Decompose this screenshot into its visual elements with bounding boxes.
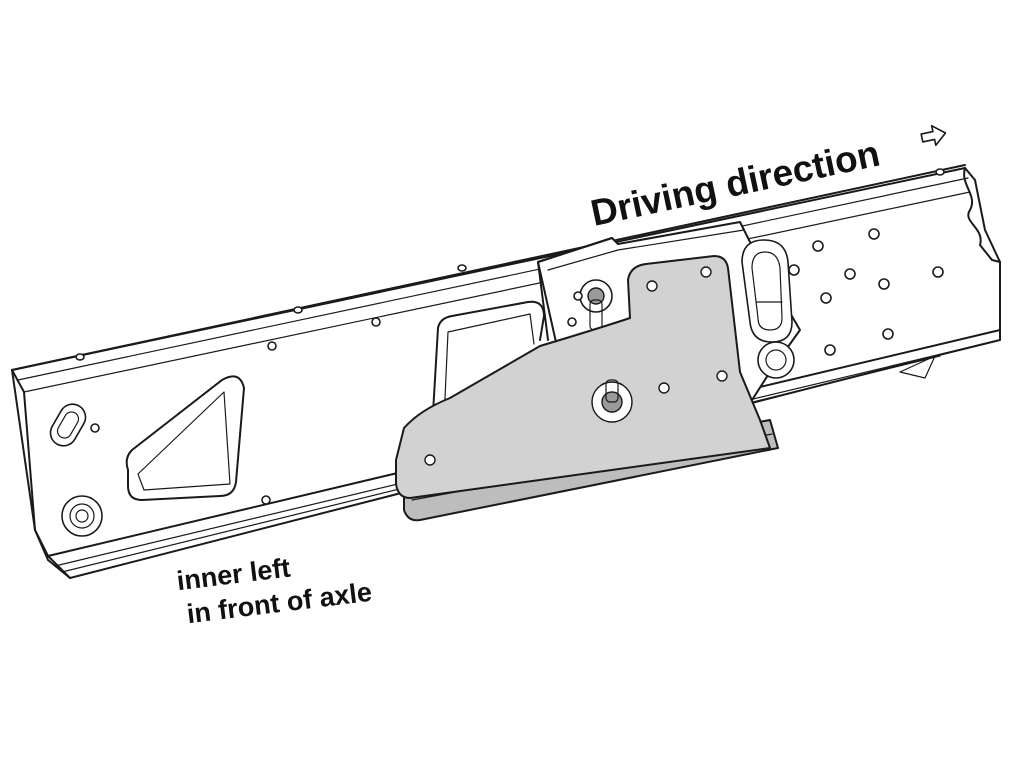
mounting-bracket	[395, 255, 779, 522]
bracket-plate	[395, 255, 771, 499]
arrow-right-icon	[920, 124, 947, 147]
location-label: inner left in front of axle	[175, 553, 373, 630]
slot-left	[49, 403, 87, 447]
grommet-right	[757, 341, 795, 379]
slot-right	[741, 239, 793, 343]
bolt-center	[591, 379, 633, 423]
grommet-left	[61, 495, 103, 537]
frame-rail-top-flange	[11, 164, 966, 371]
triangle-cutout	[125, 375, 245, 501]
